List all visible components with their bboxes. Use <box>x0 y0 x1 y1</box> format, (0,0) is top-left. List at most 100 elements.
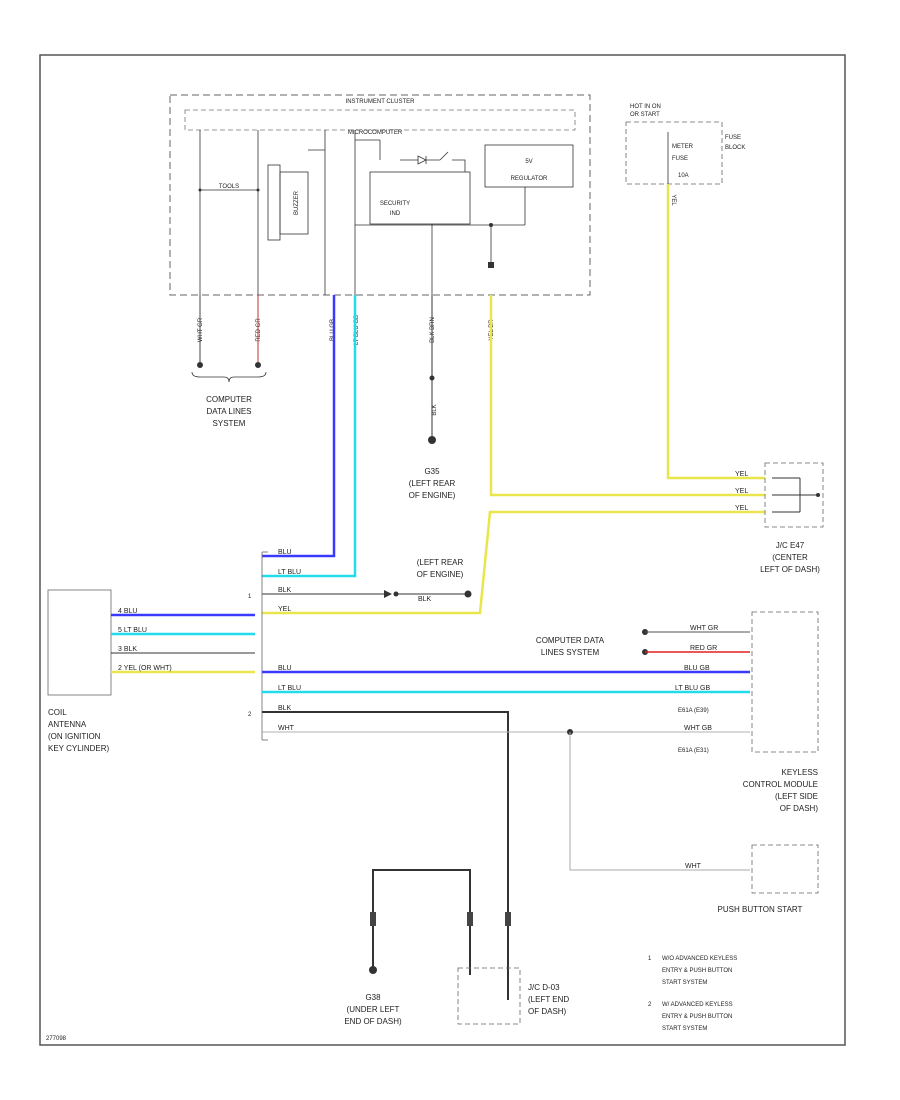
left-wire-label: BLK <box>278 587 292 594</box>
keyless-wire-label: WHT GB <box>684 725 712 732</box>
lower-wire-label: BLU <box>278 665 292 672</box>
wire-yellow <box>489 295 765 497</box>
ground-g38-label-3: END OF DASH) <box>344 1017 402 1026</box>
security-indicator-box <box>369 171 471 225</box>
jc-outline <box>764 462 824 528</box>
keyless-label: KEYLESS <box>782 768 818 777</box>
coil-box <box>47 589 112 696</box>
ground-point <box>369 966 377 974</box>
fuse-hot-label: HOT IN ON <box>630 104 661 110</box>
jc-d03-label: J/C D-03 <box>528 983 560 992</box>
wire-yellow-label: YEL <box>670 194 676 206</box>
cluster-pin-label: WHT GR <box>198 317 204 342</box>
brace <box>191 371 267 383</box>
cdl-wire-label: RED GR <box>690 645 717 652</box>
buzzer-element <box>267 164 281 241</box>
left-wire-label: YEL <box>278 606 291 613</box>
computer-data-lines-right: COMPUTER DATA LINES SYSTEM WHT GR RED GR <box>536 625 750 657</box>
ref-number-1: 1 <box>248 594 252 600</box>
ref-number-2: 2 <box>248 712 252 718</box>
jc-e47: J/C E47 (CENTER LEFT OF DASH) <box>760 462 824 574</box>
jc-label: J/C E47 <box>776 541 805 550</box>
jc-wire-label: YEL <box>735 471 748 478</box>
cdl-wire-label: WHT GR <box>690 625 718 632</box>
note-text: W/ ADVANCED KEYLESS <box>662 1002 733 1008</box>
junction-dot <box>198 188 202 192</box>
push-outline <box>751 844 819 894</box>
ground-g38-label: G38 <box>365 993 381 1002</box>
fuse-name-2: FUSE <box>672 156 688 162</box>
wire-yellow <box>262 510 765 615</box>
splice-bracket <box>261 551 268 741</box>
keyless-label-2: CONTROL MODULE <box>743 780 818 789</box>
keyless-outline <box>751 611 819 753</box>
ground-label: G35 <box>424 467 440 476</box>
fuse-block-outline <box>625 121 723 185</box>
led-symbol <box>400 151 466 172</box>
push-wire-label: WHT <box>685 863 702 870</box>
ground-label-3: OF ENGINE) <box>409 491 456 500</box>
cdl-top-line3: SYSTEM <box>213 419 246 428</box>
connector-dot <box>197 362 203 368</box>
fuse-name: METER <box>672 144 694 150</box>
bottom-harness: G38 (UNDER LEFT END OF DASH) J/C D-03 (L… <box>344 869 569 1026</box>
keyless-label-4: OF DASH) <box>780 804 819 813</box>
keyless-connector: E61A (E39) <box>678 708 709 714</box>
left-gnd-wire: BLK <box>418 596 432 603</box>
connector-mark <box>370 912 376 926</box>
cluster-title: INSTRUMENT CLUSTER <box>346 99 416 105</box>
computer-data-lines-top: COMPUTER DATA LINES SYSTEM <box>191 295 267 428</box>
wire-yellow <box>666 184 765 480</box>
buzzer-element <box>279 171 309 235</box>
note-text: ENTRY & PUSH BUTTON <box>662 1014 732 1020</box>
connector-dot <box>255 362 261 368</box>
left-wire-group: BLK (LEFT REAR OF ENGINE) BLU LT BLU BLK… <box>248 295 472 613</box>
ground-wire-label: BLK <box>432 404 438 415</box>
keyless-wire-label: BLU GB <box>684 665 710 672</box>
lower-wire-group: BLU LT BLU BLK WHT 2 <box>248 665 750 1000</box>
connector-dot <box>429 375 435 381</box>
ground-g35-center: BLK G35 (LEFT REAR OF ENGINE) <box>409 295 456 500</box>
jc-label-3: LEFT OF DASH) <box>760 565 820 574</box>
note-text: START SYSTEM <box>662 1026 707 1032</box>
keyless-control-module: BLU GB LT BLU GB E61A (E39) WHT GB E61A … <box>675 611 819 813</box>
coil-wire-label: 5 LT BLU <box>118 627 147 634</box>
note-number: 1 <box>648 956 652 962</box>
jc-dot <box>816 493 820 497</box>
security-label-2: IND <box>390 211 401 217</box>
security-label: SECURITY <box>380 201 410 207</box>
lower-wire-label: BLK <box>278 705 292 712</box>
cdl-right-label: COMPUTER DATA <box>536 636 605 645</box>
cluster-pin-label: RED GR <box>256 318 262 342</box>
wire-black <box>262 711 509 1000</box>
coil-label: COIL <box>48 708 67 717</box>
cluster-pins: WHT GR RED GR BLU GB LT BLU GB BLK BRN Y… <box>198 315 495 345</box>
wire-black <box>372 869 471 975</box>
regulator-label-2: REGULATOR <box>511 176 548 182</box>
fuse-rating: 10A <box>678 173 689 179</box>
diagram-frame <box>39 54 846 1046</box>
wire-white <box>569 732 750 871</box>
jc-wire-label: YEL <box>735 488 748 495</box>
notes: 1 W/O ADVANCED KEYLESS ENTRY & PUSH BUTT… <box>648 956 737 1032</box>
jc-d03-label-2: (LEFT END <box>528 995 569 1004</box>
cdl-top-line2: DATA LINES <box>206 407 251 416</box>
fuse-block: HOT IN ON OR START METER FUSE 10A FUSE B… <box>625 104 745 185</box>
jc-d03-outline <box>457 967 521 1025</box>
keyless-label-3: (LEFT SIDE <box>775 792 818 801</box>
regulator-box <box>484 144 574 188</box>
cluster-pin-label: BLK BRN <box>430 317 436 343</box>
push-label: PUSH BUTTON START <box>718 905 803 914</box>
fuse-block-label-2: BLOCK <box>725 145 745 151</box>
microcomputer-label: MICROCOMPUTER <box>348 130 403 136</box>
jc-label-2: (CENTER <box>772 553 808 562</box>
coil-label-3: (ON IGNITION <box>48 732 101 741</box>
coil-wire-label: 4 BLU <box>118 608 137 615</box>
wire-lt-blue <box>262 295 357 578</box>
ground-g38-label-2: (UNDER LEFT <box>347 1005 400 1014</box>
diode-symbol <box>488 262 494 268</box>
buzzer-label: BUZZER <box>294 190 300 215</box>
jc-wire-label: YEL <box>735 505 748 512</box>
lower-wire-label: WHT <box>278 725 295 732</box>
